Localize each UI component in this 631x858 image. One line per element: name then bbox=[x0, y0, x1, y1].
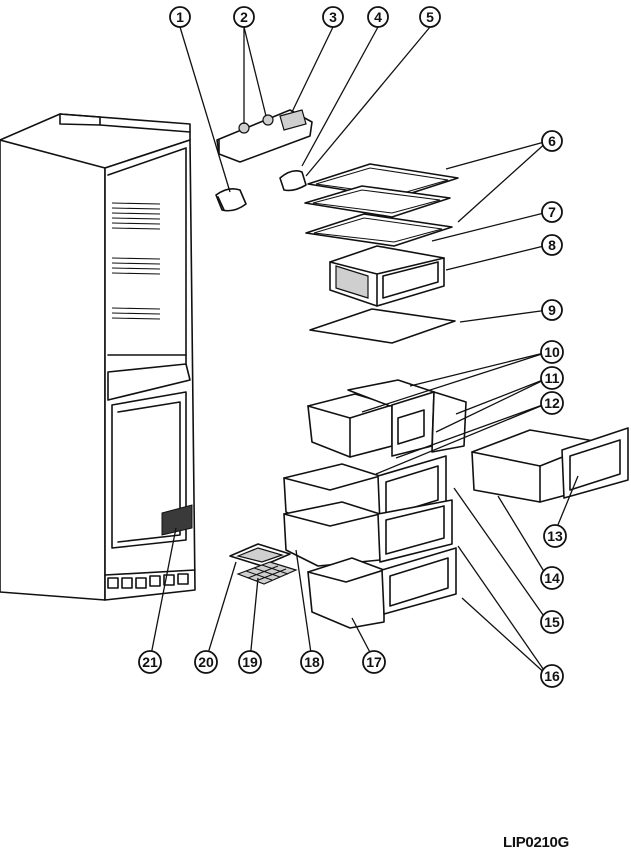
freezer-drawer-side-13 bbox=[471, 427, 629, 503]
freezer-drawer-top-pair bbox=[307, 379, 467, 458]
callout-label: 12 bbox=[544, 395, 560, 411]
callout-label: 9 bbox=[548, 302, 556, 318]
callout-label: 14 bbox=[544, 570, 560, 586]
light-bulb-cover-part bbox=[279, 170, 307, 192]
ice-cube-tray bbox=[236, 561, 298, 585]
callout-6: 6 bbox=[541, 130, 563, 152]
callout-12: 12 bbox=[540, 391, 564, 415]
freezer-drawer-bottom bbox=[307, 547, 457, 629]
callout-label: 6 bbox=[548, 133, 556, 149]
callout-15: 15 bbox=[540, 610, 564, 634]
ice-tray-lid bbox=[229, 543, 291, 567]
shelf-bottom-fridge bbox=[309, 308, 456, 344]
callout-label: 5 bbox=[426, 9, 434, 25]
callout-8: 8 bbox=[541, 234, 563, 256]
callout-label: 20 bbox=[198, 654, 214, 670]
callout-18: 18 bbox=[300, 650, 324, 674]
callout-label: 19 bbox=[242, 654, 258, 670]
callout-16: 16 bbox=[540, 664, 564, 688]
callout-label: 16 bbox=[544, 668, 560, 684]
callout-17: 17 bbox=[362, 650, 386, 674]
callout-label: 8 bbox=[548, 237, 556, 253]
callout-9: 9 bbox=[541, 299, 563, 321]
callout-label: 17 bbox=[366, 654, 382, 670]
callout-label: 18 bbox=[304, 654, 320, 670]
callout-5: 5 bbox=[419, 6, 441, 28]
callout-14: 14 bbox=[540, 566, 564, 590]
callout-3: 3 bbox=[322, 6, 344, 28]
callout-19: 19 bbox=[238, 650, 262, 674]
callout-10: 10 bbox=[540, 340, 564, 364]
callout-13: 13 bbox=[543, 524, 567, 548]
reference-code: LIP0210G bbox=[503, 834, 569, 851]
callout-label: 3 bbox=[329, 9, 337, 25]
callout-7: 7 bbox=[541, 201, 563, 223]
callout-label: 11 bbox=[545, 370, 560, 386]
callout-1: 1 bbox=[169, 6, 191, 28]
callout-4: 4 bbox=[367, 6, 389, 28]
callout-label: 13 bbox=[547, 528, 563, 544]
callout-20: 20 bbox=[194, 650, 218, 674]
callout-2: 2 bbox=[233, 6, 255, 28]
callout-label: 4 bbox=[374, 9, 382, 25]
leader-lines bbox=[149, 26, 579, 677]
callout-11: 11 bbox=[540, 366, 564, 390]
crisper-box bbox=[329, 245, 445, 307]
lamp-cover-part bbox=[215, 188, 247, 212]
thermostat-housing-part bbox=[216, 109, 313, 163]
callout-21: 21 bbox=[138, 650, 162, 674]
callout-label: 1 bbox=[176, 9, 184, 25]
callout-label: 15 bbox=[544, 614, 560, 630]
callout-label: 2 bbox=[240, 9, 248, 25]
freezer-drawer-middle bbox=[283, 499, 453, 567]
callout-label: 10 bbox=[544, 344, 560, 360]
refrigerator-cabinet bbox=[0, 113, 196, 601]
glass-shelf-lower bbox=[305, 213, 453, 247]
callout-label: 21 bbox=[142, 654, 158, 670]
glass-shelf-middle bbox=[304, 185, 451, 218]
callout-label: 7 bbox=[548, 204, 556, 220]
